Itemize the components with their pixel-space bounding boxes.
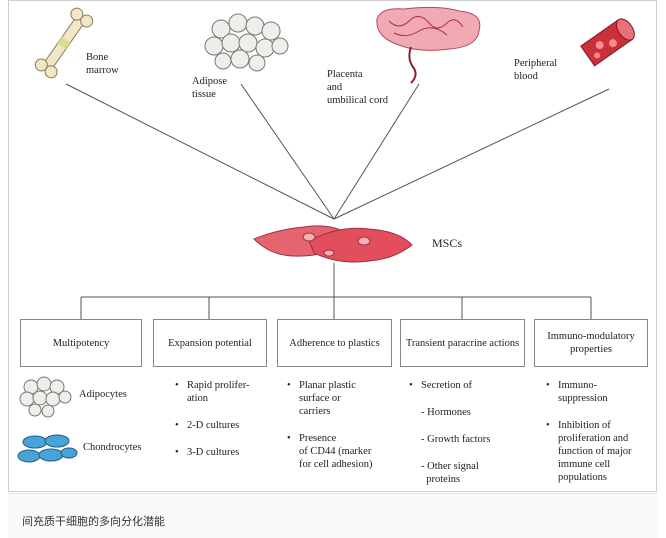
box-multipotency: Multipotency [20, 319, 142, 367]
chondrocytes-icon [17, 434, 78, 463]
box-adherence: Adherence to plastics [277, 319, 392, 367]
tree-connectors [80, 263, 592, 319]
adherence-list: Planar plastic surface or carriers Prese… [287, 379, 372, 485]
box-paracrine: Transient paracrine actions [400, 319, 525, 367]
paracrine-list: Secretion of - Hormones - Growth factors… [409, 379, 491, 491]
list-item: - Growth factors [421, 434, 491, 445]
list-item: - Other signal proteins [421, 461, 479, 485]
list-item: Immuno- suppression [546, 379, 631, 405]
diagram-canvas [17, 6, 635, 463]
diagram-frame: Bone marrow Adipose tissue Placenta and … [8, 0, 657, 492]
list-item: Planar plastic surface or carriers [287, 379, 372, 418]
source-label-peripheral-blood: Peripheral blood [514, 58, 558, 82]
list-item: - Hormones [421, 407, 471, 418]
box-immunomodulatory: Immuno-modulatory properties [534, 319, 648, 367]
source-label-adipose: Adipose tissue [192, 76, 227, 100]
list-item: Presence of CD44 (marker for cell adhesi… [287, 432, 372, 471]
figure-caption: 间充质干细胞的多向分化潜能 [22, 515, 165, 528]
adipocytes-icon [19, 376, 72, 418]
list-item: 2-D cultures [175, 419, 249, 432]
list-item: Rapid prolifer- ation [175, 379, 249, 405]
source-label-bone-marrow: Bone marrow [86, 52, 119, 76]
list-item: Inhibition of proliferation and function… [546, 419, 631, 484]
immuno-list: Immuno- suppression Inhibition of prolif… [546, 379, 631, 491]
chondrocytes-label: Chondrocytes [83, 442, 142, 453]
caption-bar [8, 493, 657, 538]
source-lines [65, 83, 610, 220]
list-item: Secretion of [409, 379, 490, 392]
msc-label: MSCs [432, 236, 463, 250]
msc-cells-icon [253, 225, 413, 263]
placenta-icon [376, 6, 481, 84]
peripheral-blood-icon [580, 18, 635, 67]
adipocytes-label: Adipocytes [79, 389, 127, 400]
expansion-list: Rapid prolifer- ation 2-D cultures 3-D c… [175, 379, 249, 473]
bone-icon [34, 7, 94, 79]
source-label-placenta: Placenta and umbilical cord [327, 69, 388, 106]
adipose-tissue-icon [204, 13, 289, 72]
list-item: 3-D cultures [175, 446, 249, 459]
box-expansion-potential: Expansion potential [153, 319, 267, 367]
